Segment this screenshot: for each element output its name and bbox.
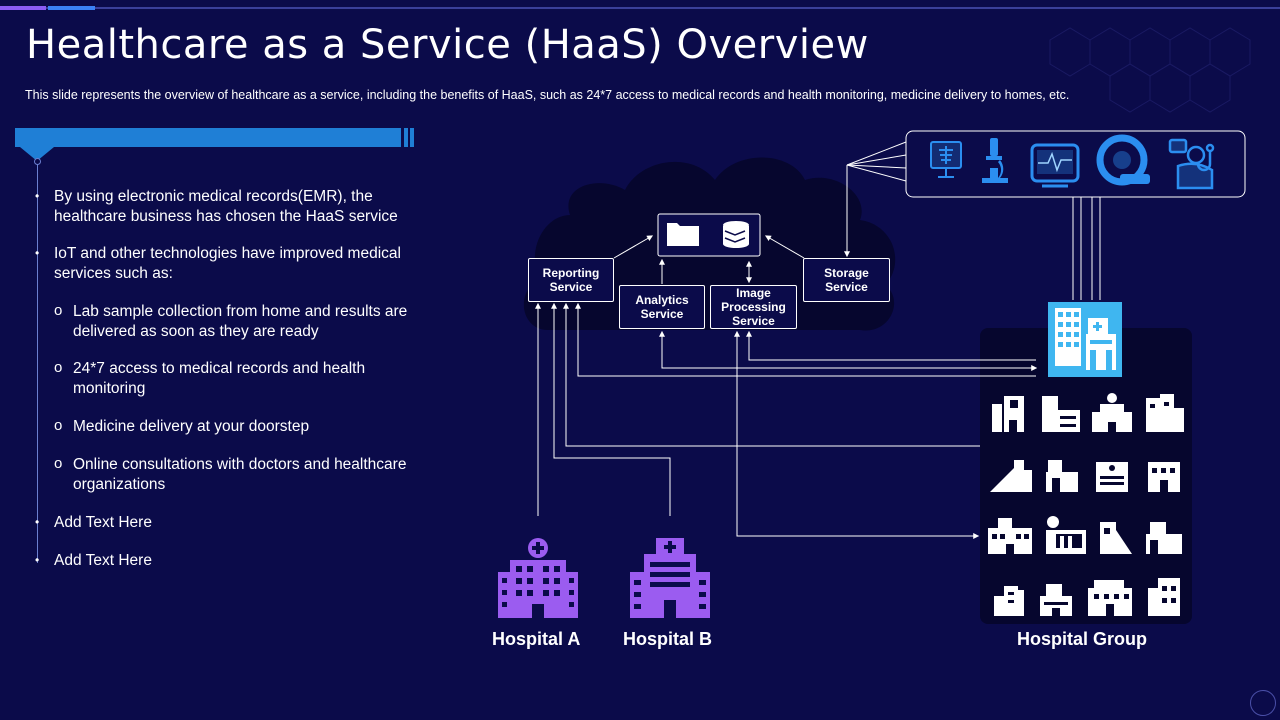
- timeline-dot: [34, 158, 41, 165]
- small-hospital-icon: [1042, 396, 1080, 432]
- bullet-timeline: [37, 158, 38, 563]
- sub-bullet-item: Lab sample collection from home and resu…: [54, 301, 421, 341]
- small-hospital-icon: [1096, 462, 1128, 492]
- small-hospital-icon: [1148, 578, 1180, 616]
- reporting-service-box: Reporting Service: [528, 258, 614, 302]
- page-subtitle: This slide represents the overview of he…: [25, 88, 1070, 102]
- sub-bullet-item: 24*7 access to medical records and healt…: [54, 358, 393, 398]
- top-accent-blue: [48, 6, 95, 10]
- left-panel-header-bar: [15, 128, 401, 147]
- storage-service-box: Storage Service: [803, 258, 890, 302]
- database-icon: [723, 221, 749, 248]
- microscope-icon: [982, 138, 1008, 183]
- bullet-item: IoT and other technologies have improved…: [35, 244, 419, 283]
- xray-monitor-icon: [930, 141, 962, 178]
- small-hospital-icon: [990, 460, 1032, 492]
- hospital-a-label: Hospital A: [492, 629, 581, 649]
- corner-decoration: [1250, 690, 1276, 716]
- image-processing-service-box: Image Processing Service: [710, 285, 797, 329]
- small-hospital-icon: [1040, 584, 1072, 616]
- sub-bullet-item: Medicine delivery at your doorstep: [54, 416, 438, 437]
- hospital-group-panel: [980, 328, 1192, 624]
- hospital-b-icon: [630, 538, 710, 618]
- bullet-item: Add Text Here: [35, 551, 419, 571]
- header-notch: [20, 147, 54, 161]
- small-hospital-icon: [1088, 580, 1132, 616]
- hospital-group-main-icon: [1048, 302, 1122, 377]
- small-hospital-icon: [992, 396, 1024, 432]
- small-hospital-icon: [1146, 394, 1184, 432]
- small-hospital-icon: [1148, 462, 1180, 492]
- hospital-group-icons: [988, 393, 1184, 616]
- top-accent-bar: [0, 6, 1280, 10]
- doctor-stethoscope-icon: [1168, 138, 1215, 190]
- mri-scanner-icon: [1096, 134, 1150, 186]
- small-hospital-icon: [994, 586, 1024, 616]
- hospital-a-icon: [498, 538, 578, 618]
- small-hospital-icon: [1046, 516, 1086, 554]
- header-stripe: [410, 128, 414, 147]
- bullet-item: By using electronic medical records(EMR)…: [35, 187, 419, 226]
- background-hex-pattern: [1049, 27, 1251, 113]
- page-title: Healthcare as a Service (HaaS) Overview: [26, 22, 869, 68]
- heart-monitor-icon: [1030, 143, 1080, 188]
- sub-bullet-item: Online consultations with doctors and he…: [54, 454, 421, 494]
- folder-icon: [667, 223, 699, 246]
- small-hospital-icon: [988, 518, 1032, 554]
- analytics-service-box: Analytics Service: [619, 285, 705, 329]
- bullet-item: Add Text Here: [35, 513, 419, 533]
- small-hospital-icon: [1046, 460, 1078, 492]
- hospital-b-label: Hospital B: [623, 629, 713, 649]
- hospital-group-label: Hospital Group: [1017, 629, 1147, 649]
- small-hospital-icon: [1100, 522, 1132, 554]
- small-hospital-icon: [1092, 393, 1132, 432]
- small-hospital-icon: [1146, 522, 1182, 554]
- header-stripe: [404, 128, 408, 147]
- top-accent-purple: [0, 6, 46, 10]
